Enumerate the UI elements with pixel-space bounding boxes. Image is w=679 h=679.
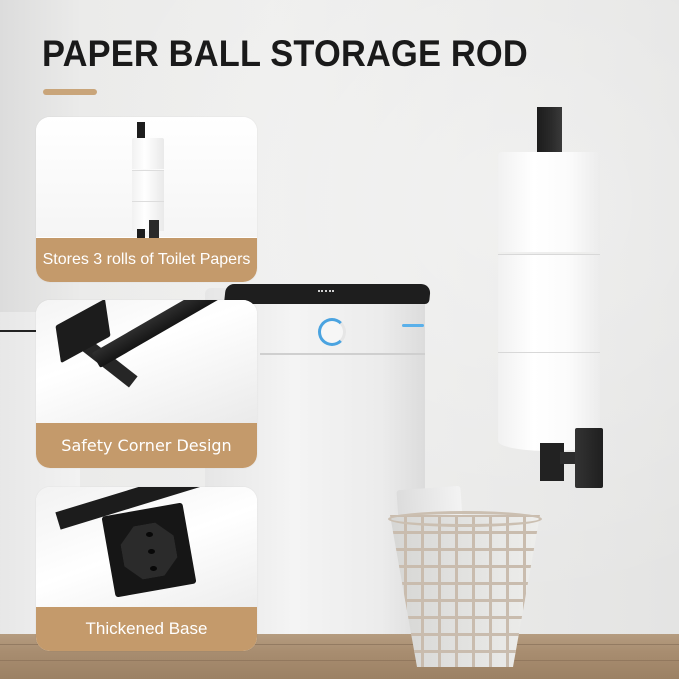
- mini-roll: [132, 138, 164, 169]
- rod-bar: [91, 300, 244, 368]
- title-accent-bar: [43, 89, 97, 95]
- wire-basket: [390, 515, 540, 667]
- mini-roll: [132, 170, 164, 201]
- toilet-display-dots: [318, 290, 334, 296]
- feature-label: Stores 3 rolls of Toilet Papers: [36, 238, 257, 282]
- toilet-knob-icon: [318, 318, 346, 346]
- feature-image-base: [36, 487, 257, 607]
- toilet-indicator-light: [402, 324, 424, 327]
- wire-basket-rim: [388, 511, 542, 527]
- screw-hole-icon: [146, 532, 153, 537]
- screw-hole-icon: [150, 566, 157, 571]
- feature-image-rod: [36, 300, 257, 423]
- feature-card-storage: Stores 3 rolls of Toilet Papers: [36, 117, 257, 282]
- mini-rod-top: [137, 122, 145, 140]
- holder-arm: [560, 452, 578, 464]
- feature-label: Safety Corner Design: [36, 423, 257, 468]
- mini-rod-bottom: [137, 229, 145, 241]
- screw-hole-icon: [148, 549, 155, 554]
- toilet-roll-2: [498, 254, 600, 352]
- toilet-seat-edge: [0, 330, 36, 332]
- toilet-roll-1: [498, 152, 600, 252]
- holder-rod-top: [537, 107, 562, 155]
- feature-card-safety-corner: Safety Corner Design: [36, 300, 257, 468]
- feature-image-holder: [36, 117, 257, 241]
- feature-label: Thickened Base: [36, 607, 257, 651]
- feature-card-thickened-base: Thickened Base: [36, 487, 257, 651]
- toilet-seam: [260, 353, 425, 355]
- mini-wall-plate: [149, 220, 159, 238]
- page-title: PAPER BALL STORAGE ROD: [42, 33, 528, 74]
- mini-roll: [132, 201, 164, 231]
- holder-wall-plate: [575, 428, 603, 488]
